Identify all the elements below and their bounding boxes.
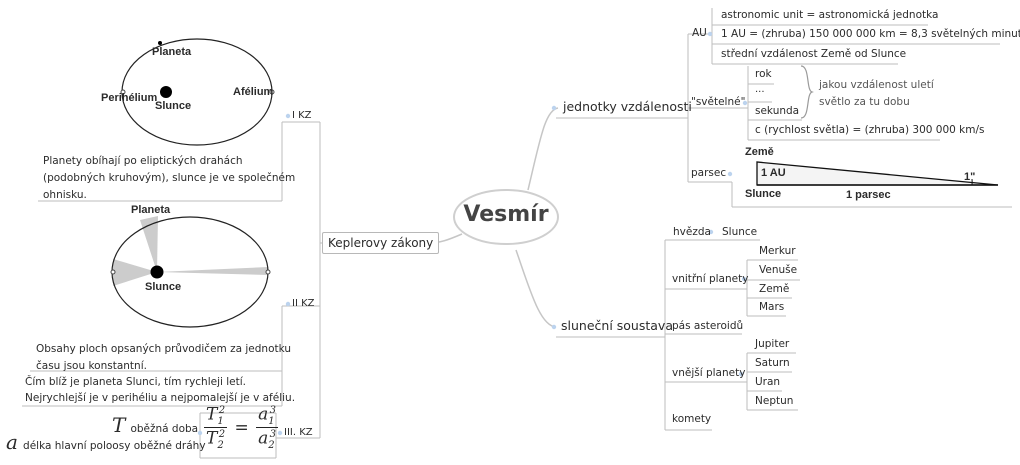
- outer-planets-label[interactable]: vnější planety: [672, 367, 746, 379]
- kz2-text-2[interactable]: Čím blíž je planeta Slunci, tím rychleji…: [25, 376, 296, 404]
- au-item-1[interactable]: astronomic unit = astronomická jednotka: [721, 9, 939, 21]
- comets[interactable]: komety: [672, 413, 712, 425]
- kz3-a-symbol: a: [6, 430, 18, 454]
- planet-saturn[interactable]: Saturn: [755, 357, 790, 369]
- kz2-sun-label: Slunce: [145, 281, 182, 293]
- planet-uran[interactable]: Uran: [755, 376, 781, 388]
- kz3-T-symbol: T: [112, 413, 126, 437]
- au-item-2[interactable]: 1 AU = (zhruba) 150 000 000 km = 8,3 svě…: [721, 28, 1020, 40]
- kz1-perihelion-label: Perihélium: [101, 92, 158, 104]
- light-speed[interactable]: c (rychlost světla) = (zhruba) 300 000 k…: [755, 124, 985, 136]
- kz3-a-definition[interactable]: a délka hlavní poloosy oběžné dráhy: [6, 430, 206, 454]
- light-item-year[interactable]: rok: [755, 68, 772, 80]
- light-item-ellipsis[interactable]: ...: [755, 84, 765, 95]
- kz1-text[interactable]: Planety obíhají po eliptických drahách (…: [43, 155, 296, 201]
- kz2-planet-label: Planeta: [131, 204, 171, 216]
- parsec-earth-label: Země: [745, 146, 774, 158]
- kz2-text-1[interactable]: Obsahy ploch opsaných průvodičem za jedn…: [36, 343, 292, 372]
- kz3-a-desc: délka hlavní poloosy oběžné dráhy: [23, 440, 206, 452]
- parsec-sun-label: Slunce: [745, 188, 782, 200]
- kepler-third-formula: T12 T22 = a13 a23: [204, 404, 279, 452]
- light-note: jakou vzdálenost uletí světlo za tu dobu: [819, 79, 934, 108]
- planet-neptun[interactable]: Neptun: [755, 395, 794, 407]
- solar-system-node[interactable]: sluneční soustava: [561, 318, 673, 333]
- au-item-3[interactable]: střední vzdálenost Země od Slunce: [721, 48, 907, 60]
- kz3-T-definition[interactable]: T oběžná doba: [112, 413, 198, 437]
- light-units-label[interactable]: "světelné": [691, 96, 746, 108]
- parsec-length-label: 1 parsec: [846, 189, 891, 201]
- parsec-au-label: 1 AU: [761, 167, 786, 179]
- parsec-label[interactable]: parsec: [691, 167, 727, 179]
- parsec-angle-label: 1": [964, 171, 976, 183]
- au-label[interactable]: AU: [692, 27, 707, 39]
- kz2-label[interactable]: II KZ: [292, 298, 315, 309]
- planet-mars[interactable]: Mars: [759, 301, 785, 313]
- kepler-laws-node[interactable]: Keplerovy zákony: [322, 232, 440, 254]
- planet-zeme[interactable]: Země: [759, 283, 790, 295]
- kz1-sun-label: Slunce: [155, 100, 192, 112]
- central-node-shape: [453, 189, 559, 245]
- central-node[interactable]: Vesmír: [463, 202, 549, 227]
- asteroid-belt[interactable]: pás asteroidů: [672, 320, 744, 332]
- light-item-second[interactable]: sekunda: [755, 105, 800, 117]
- planet-jupiter[interactable]: Jupiter: [755, 338, 790, 350]
- inner-planets-label[interactable]: vnitřní planety: [672, 273, 749, 285]
- units-node[interactable]: jednotky vzdálenosti: [563, 99, 692, 114]
- kz1-aphelion-label: Afélium: [233, 86, 274, 98]
- kz3-label[interactable]: III. KZ: [284, 427, 313, 438]
- star-label[interactable]: hvězda: [673, 226, 711, 238]
- planet-venuse[interactable]: Venuše: [759, 264, 798, 276]
- star-value[interactable]: Slunce: [722, 226, 758, 238]
- kz1-label[interactable]: I KZ: [292, 110, 312, 121]
- planet-merkur[interactable]: Merkur: [759, 245, 796, 257]
- kz3-T-desc: oběžná doba: [130, 423, 199, 435]
- kz1-planet-label: Planeta: [152, 46, 192, 58]
- sun-dot: [160, 86, 172, 98]
